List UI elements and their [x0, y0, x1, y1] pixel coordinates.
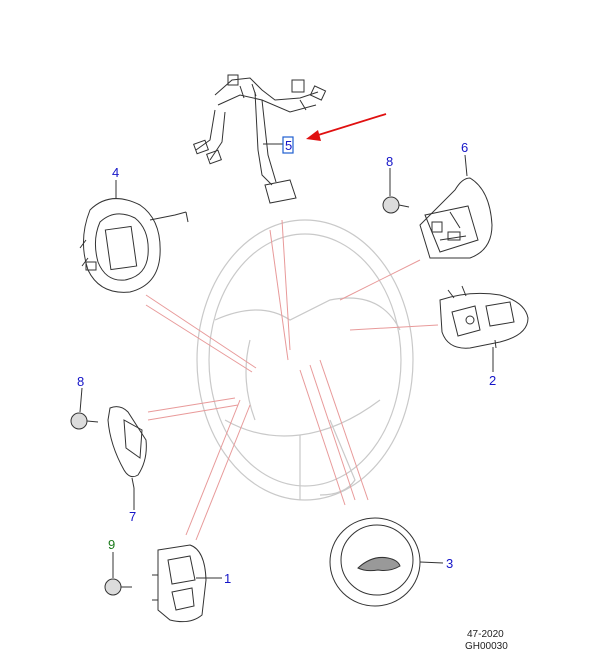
callout-3[interactable]: 3 — [446, 556, 453, 571]
arrow-indicator — [306, 113, 387, 141]
screw-8-lower — [70, 412, 99, 430]
callout-7[interactable]: 7 — [129, 509, 136, 524]
callout-8-upper[interactable]: 8 — [386, 154, 393, 169]
airbag-module — [329, 517, 421, 607]
steering-wheel-ghost — [196, 219, 414, 501]
callout-4[interactable]: 4 — [112, 165, 119, 180]
callout-lines — [79, 143, 494, 579]
screw-8-upper — [382, 196, 410, 214]
screw-9 — [104, 578, 132, 596]
paddle-switch-left — [107, 406, 147, 489]
reference-code: GH00030 — [465, 641, 508, 652]
callout-9[interactable]: 9 — [108, 537, 115, 552]
callout-5[interactable]: 5 — [285, 138, 292, 153]
wiring-harness — [193, 74, 327, 204]
callout-6[interactable]: 6 — [461, 140, 468, 155]
callout-5-highlight — [282, 136, 294, 154]
callout-2[interactable]: 2 — [489, 373, 496, 388]
switch-pack-left — [152, 544, 207, 623]
leader-lines — [145, 219, 439, 541]
reference-date: 47-2020 — [467, 629, 504, 640]
clockspring — [79, 198, 189, 293]
switch-pack-right — [439, 285, 529, 349]
paddle-switch — [419, 177, 493, 259]
callout-1[interactable]: 1 — [224, 571, 231, 586]
callout-8-lower[interactable]: 8 — [77, 374, 84, 389]
